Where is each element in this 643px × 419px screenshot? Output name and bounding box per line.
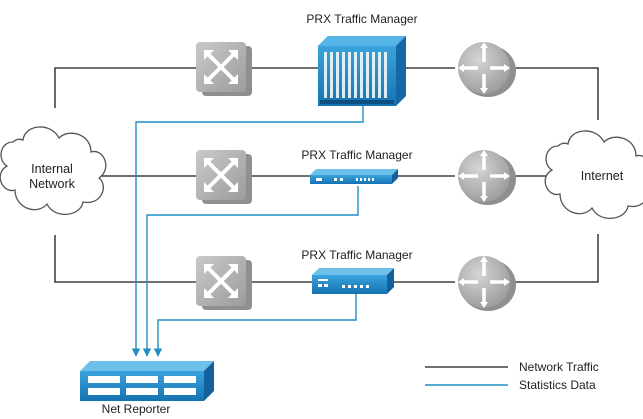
- label-internal-network: Internal Network: [29, 162, 75, 191]
- statistics-data-lines: [131, 92, 364, 357]
- label-prx-middle: PRX Traffic Manager: [301, 148, 413, 162]
- label-prx-top: PRX Traffic Manager: [306, 12, 418, 26]
- cloud-icon-internet: [544, 130, 643, 219]
- label-prx-bottom: PRX Traffic Manager: [301, 248, 413, 262]
- label-net-reporter: Net Reporter: [101, 402, 171, 416]
- legend-label-statistics-data: Statistics Data: [519, 378, 596, 392]
- traffic-manager-appliance-icon-middle: [310, 169, 398, 184]
- label-internet: Internet: [580, 169, 624, 183]
- traffic-manager-appliance-icon-bottom: [312, 268, 394, 294]
- router-icon-top: [458, 42, 516, 97]
- net-reporter-server-icon: [80, 361, 214, 401]
- switch-icon-top: [196, 42, 252, 96]
- network-traffic-lines: [54, 67, 599, 283]
- router-icon-middle: [458, 150, 516, 205]
- switch-icon-bottom: [196, 256, 252, 310]
- switch-icon-middle: [196, 150, 252, 204]
- traffic-manager-chassis-icon: [318, 36, 406, 106]
- router-icon-bottom: [458, 256, 516, 311]
- legend-label-network-traffic: Network Traffic: [519, 360, 599, 374]
- cloud-icon-internal-network: [0, 126, 107, 215]
